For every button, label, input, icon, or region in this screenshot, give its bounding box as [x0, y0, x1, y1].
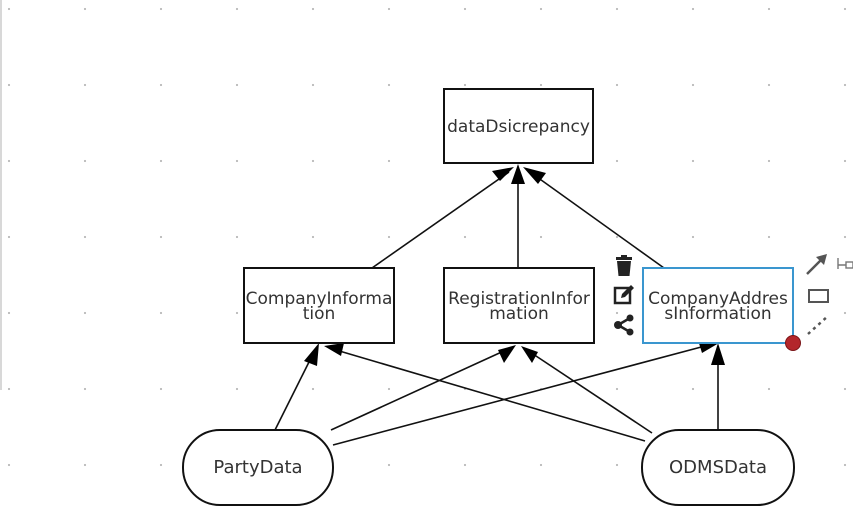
arrowhead-partydata-to-companyinformation — [304, 343, 319, 366]
node-companyaddressinformation[interactable]: CompanyAddressInformation — [642, 267, 794, 344]
node-label: CompanyAddressInformation — [648, 289, 788, 324]
edge-partydata-to-registrationinformation[interactable] — [330, 349, 507, 431]
arrowhead-odmsdata-to-registrationinformation — [521, 346, 538, 363]
node-companyinformation[interactable]: CompanyInformation — [243, 267, 395, 344]
node-label: RegistrationInformation — [448, 289, 590, 324]
edge-companyaddressinformation-to-datadsicrepancy[interactable] — [529, 171, 665, 269]
node-partydata[interactable]: PartyData — [182, 429, 334, 506]
arrowhead-companyaddressinformation-to-datadsicrepancy — [523, 167, 546, 184]
node-registrationinformation[interactable]: RegistrationInformation — [443, 267, 595, 344]
trash-icon[interactable] — [612, 253, 636, 279]
edge-companyinformation-to-datadsicrepancy[interactable] — [371, 171, 510, 269]
node-label: ODMSData — [669, 456, 767, 478]
node-datadsicrepancy[interactable]: dataDsicrepancy — [443, 88, 594, 164]
node-label: CompanyInformation — [245, 289, 393, 324]
arrowhead-odmsdata-to-companyinformation — [324, 343, 344, 356]
edge-odmsdata-to-registrationinformation[interactable] — [529, 351, 653, 434]
dotted-connector-icon[interactable] — [805, 313, 833, 337]
arrowhead-partydata-to-registrationinformation — [498, 345, 516, 363]
arrowhead-companyinformation-to-datadsicrepancy — [492, 167, 514, 181]
share-icon[interactable] — [612, 312, 636, 338]
add-shape-icon[interactable] — [806, 285, 832, 307]
resize-handle[interactable] — [785, 335, 801, 351]
edge-partydata-to-companyaddressinformation[interactable] — [332, 345, 706, 446]
collapse-handle-icon[interactable] — [836, 256, 853, 272]
edge-partydata-to-companyinformation[interactable] — [274, 357, 312, 431]
edge-odmsdata-to-companyinformation[interactable] — [335, 349, 646, 442]
connector-arrow-icon[interactable] — [804, 252, 836, 278]
panel-edge — [0, 0, 2, 390]
arrowhead-odmsdata-to-companyaddressinformation — [711, 343, 725, 365]
node-label: dataDsicrepancy — [447, 117, 590, 137]
arrowhead-registrationinformation-to-datadsicrepancy — [511, 164, 525, 184]
node-odmsdata[interactable]: ODMSData — [641, 429, 795, 506]
edit-icon[interactable] — [612, 283, 636, 307]
node-label: PartyData — [213, 456, 303, 478]
